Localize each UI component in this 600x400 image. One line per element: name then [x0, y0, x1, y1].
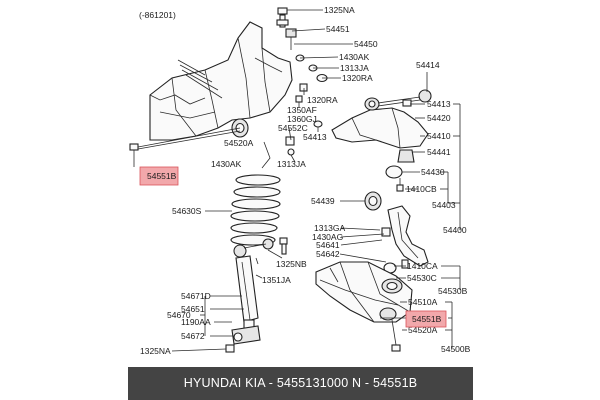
label-54630S: 54630S: [172, 206, 202, 216]
highlight-label-left: 54551B: [147, 171, 177, 181]
frame-bracket-drawing: [149, 21, 293, 141]
label-54500B: 54500B: [441, 344, 471, 354]
part-number-footer: HYUNDAI KIA - 5455131000 N - 54551B: [128, 367, 473, 400]
label-54450: 54450: [354, 39, 378, 49]
highlight-left: 54551B: [139, 166, 179, 186]
label-1410CA: 1410CA: [407, 261, 438, 271]
label-54400: 54400: [443, 225, 467, 235]
label-54651: 54651: [181, 304, 205, 314]
label-1360GJ: 1360GJ: [287, 114, 317, 124]
label-54414: 54414: [416, 60, 440, 70]
label-54403: 54403: [432, 200, 456, 210]
coil-spring-drawing: [205, 174, 281, 246]
label-54671D: 54671D: [181, 291, 211, 301]
upper-arm-leader-lines: [402, 72, 461, 230]
label-1313JA-top: 1313JA: [340, 63, 369, 73]
label-54530C: 54530C: [407, 273, 437, 283]
highlight-label-right: 54551B: [412, 314, 442, 324]
lower-control-arm-drawing: [315, 261, 414, 352]
highlight-box-left: [139, 166, 179, 186]
label-1351JA: 1351JA: [262, 275, 291, 285]
label-54552C: 54552C: [278, 123, 308, 133]
highlight-right: 54551B: [405, 310, 447, 328]
label-1325NA-top: 1325NA: [324, 5, 355, 15]
top-leader-lines: [287, 9, 353, 163]
label-54520A-right: 54520A: [408, 325, 438, 335]
upper-control-arm-drawing: [331, 89, 432, 192]
shock-absorber-drawing: [225, 237, 288, 353]
label-1325NB: 1325NB: [276, 259, 307, 269]
label-1430AG: 1430AG: [312, 232, 343, 242]
label-54520A: 54520A: [224, 138, 254, 148]
label-54413-right: 54413: [427, 99, 451, 109]
label-54670: 54670: [167, 310, 191, 320]
part-labels: 1325NA 54451 54450 1430AK 1313JA 1320RA …: [140, 5, 471, 356]
label-54441: 54441: [427, 147, 451, 157]
label-54413-left: 54413: [303, 132, 327, 142]
label-54420: 54420: [427, 113, 451, 123]
label-54530B: 54530B: [438, 286, 468, 296]
label-54672: 54672: [181, 331, 205, 341]
lower-leader-lines: [339, 200, 461, 348]
label-1313GA: 1313GA: [314, 223, 346, 233]
left-long-bolt: [129, 127, 241, 167]
label-1430AK-top: 1430AK: [339, 52, 370, 62]
label-1325NA-bottom: 1325NA: [140, 346, 171, 356]
label-54642: 54642: [316, 249, 340, 259]
label-54641: 54641: [316, 240, 340, 250]
label-1190AA: 1190AA: [181, 317, 211, 327]
label-1350AF: 1350AF: [287, 105, 317, 115]
label-1320RA-a: 1320RA: [342, 73, 373, 83]
shock-leader-lines: [171, 274, 263, 352]
label-54430: 54430: [421, 167, 445, 177]
label-1320RA-b: 1320RA: [307, 95, 338, 105]
highlight-box-right: [405, 310, 447, 328]
label-1410CB: 1410CB: [406, 184, 437, 194]
steering-knuckle-drawing: [364, 191, 429, 274]
label-54439: 54439: [311, 196, 335, 206]
label-54410: 54410: [427, 131, 451, 141]
label-1313JA-mid: 1313JA: [277, 159, 306, 169]
label-1430AK-mid: 1430AK: [211, 159, 242, 169]
label-54510A: 54510A: [408, 297, 438, 307]
reference-code: (-861201): [139, 10, 176, 20]
label-54451: 54451: [326, 24, 350, 34]
